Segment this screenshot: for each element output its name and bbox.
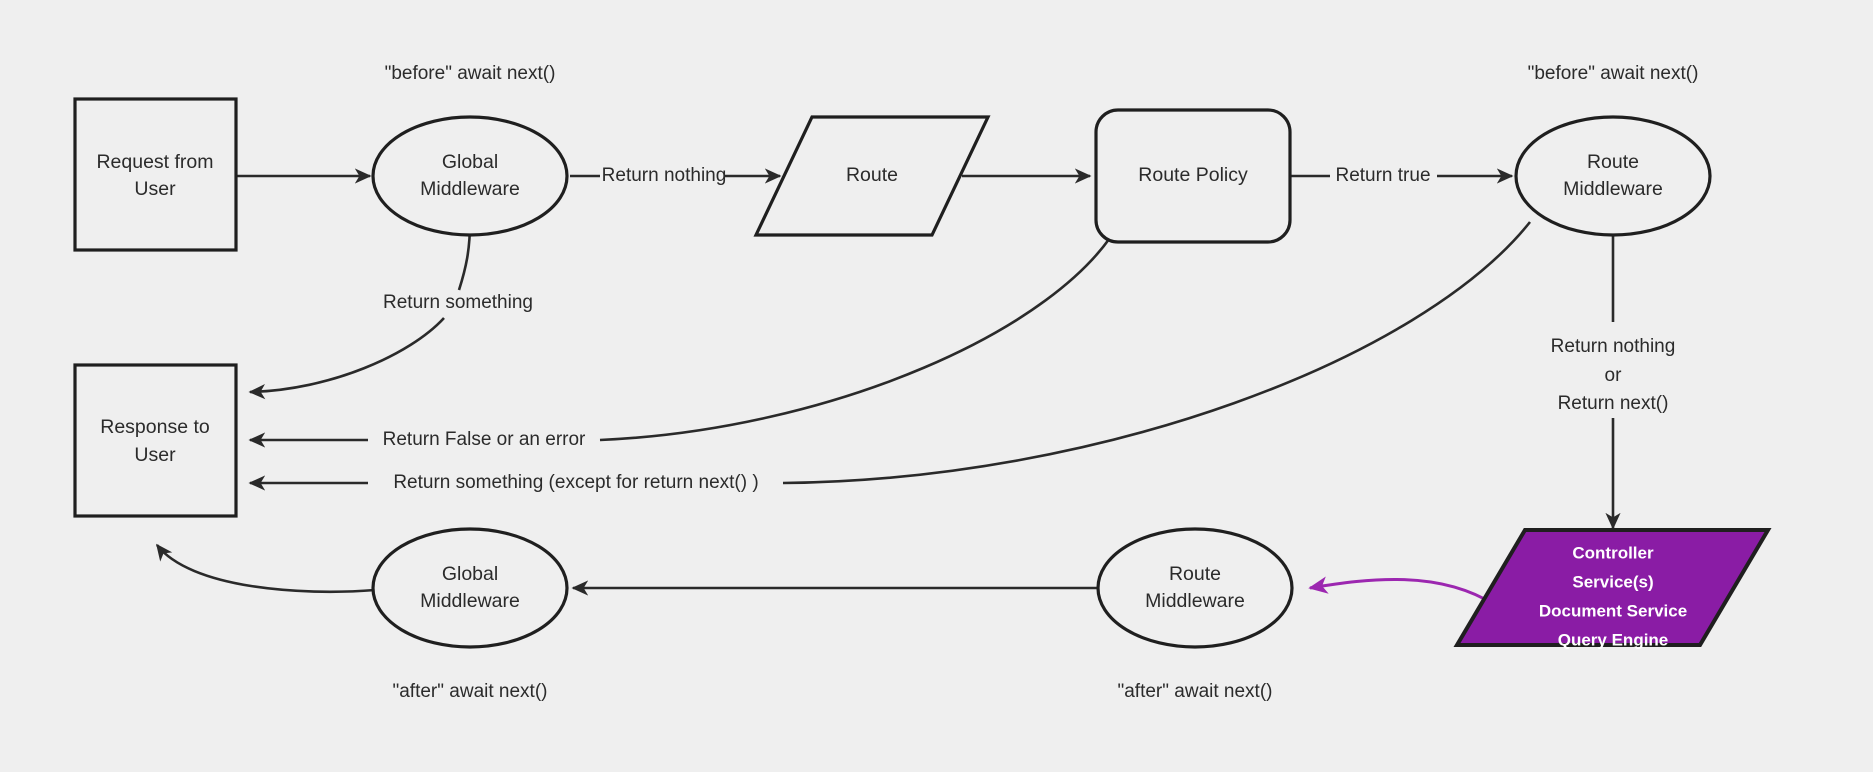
annotation-after-await-next-route: "after" await next() — [1118, 681, 1273, 702]
edge-label-return-something-except: Return something (except for return next… — [393, 472, 758, 493]
route-policy-rect[interactable] — [1094, 108, 1292, 244]
request-from-user-label-line1: Request from — [96, 151, 213, 173]
node-route-policy[interactable]: Route Policy — [1094, 108, 1292, 244]
edges-return-curves — [248, 221, 1532, 491]
request-from-user-label-line2: User — [134, 178, 176, 200]
route-middleware-top-label-line2: Middleware — [1563, 178, 1663, 200]
route-parallelogram[interactable] — [753, 115, 991, 237]
edge-global-middleware-return-something-lower — [248, 317, 445, 400]
edge-label-return-true: Return true — [1335, 165, 1430, 186]
controller-services-label-line3: Document Service — [1539, 601, 1687, 620]
edge-route-policy-return-false-curve — [599, 221, 1122, 442]
controller-services-label-line2: Service(s) — [1572, 572, 1653, 591]
edge-label-return-nothing-or-next-line1: Return nothing — [1551, 336, 1676, 357]
node-controller-services[interactable]: Controller Service(s) Document Service Q… — [1453, 528, 1772, 649]
controller-services-parallelogram[interactable] — [1453, 528, 1772, 647]
edge-label-return-nothing-or-next-line3: Return next() — [1558, 393, 1669, 414]
response-to-user-rect[interactable] — [73, 363, 238, 518]
global-middleware-top-ellipse[interactable] — [371, 115, 569, 237]
node-request-from-user[interactable]: Request from User — [73, 97, 238, 252]
controller-services-label-line4: Query Engine — [1558, 630, 1669, 649]
route-middleware-bottom-label-line2: Middleware — [1145, 590, 1245, 612]
global-middleware-bottom-label-line1: Global — [442, 563, 498, 585]
route-label: Route — [846, 164, 898, 186]
node-route-middleware-top[interactable]: Route Middleware — [1514, 115, 1712, 237]
route-middleware-top-ellipse[interactable] — [1514, 115, 1712, 237]
response-to-user-label-line1: Response to — [100, 416, 210, 438]
route-middleware-bottom-ellipse[interactable] — [1096, 527, 1294, 649]
response-to-user-label-line2: User — [134, 444, 176, 466]
edge-route-middleware-return-something-curve — [782, 221, 1532, 485]
edges-bottom-row — [155, 543, 1496, 607]
edge-label-return-something: Return something — [383, 292, 533, 313]
route-middleware-top-label-line1: Route — [1587, 151, 1639, 173]
node-response-to-user[interactable]: Response to User — [73, 363, 238, 518]
annotation-before-await-next-route: "before" await next() — [1528, 63, 1699, 84]
node-route[interactable]: Route — [753, 115, 991, 237]
node-route-middleware-bottom[interactable]: Route Middleware — [1096, 527, 1294, 649]
global-middleware-bottom-label-line2: Middleware — [420, 590, 520, 612]
edge-label-return-false-or-error: Return False or an error — [383, 429, 586, 450]
annotation-before-await-next-global: "before" await next() — [385, 63, 556, 84]
edge-label-return-nothing-or-next-line2: or — [1605, 365, 1623, 386]
annotation-after-await-next-global: "after" await next() — [393, 681, 548, 702]
route-middleware-bottom-label-line1: Route — [1169, 563, 1221, 585]
edge-controller-to-route-middleware-purple — [1308, 576, 1496, 607]
node-global-middleware-bottom[interactable]: Global Middleware — [371, 527, 569, 649]
controller-services-label-line1: Controller — [1572, 543, 1654, 562]
global-middleware-top-label-line2: Middleware — [420, 178, 520, 200]
edge-global-middleware-bottom-to-response — [155, 543, 376, 594]
global-middleware-bottom-ellipse[interactable] — [371, 527, 569, 649]
node-global-middleware-top[interactable]: Global Middleware — [371, 115, 569, 237]
route-policy-label: Route Policy — [1138, 164, 1248, 186]
request-from-user-rect[interactable] — [73, 97, 238, 252]
edge-label-return-nothing: Return nothing — [602, 165, 727, 186]
global-middleware-top-label-line1: Global — [442, 151, 498, 173]
